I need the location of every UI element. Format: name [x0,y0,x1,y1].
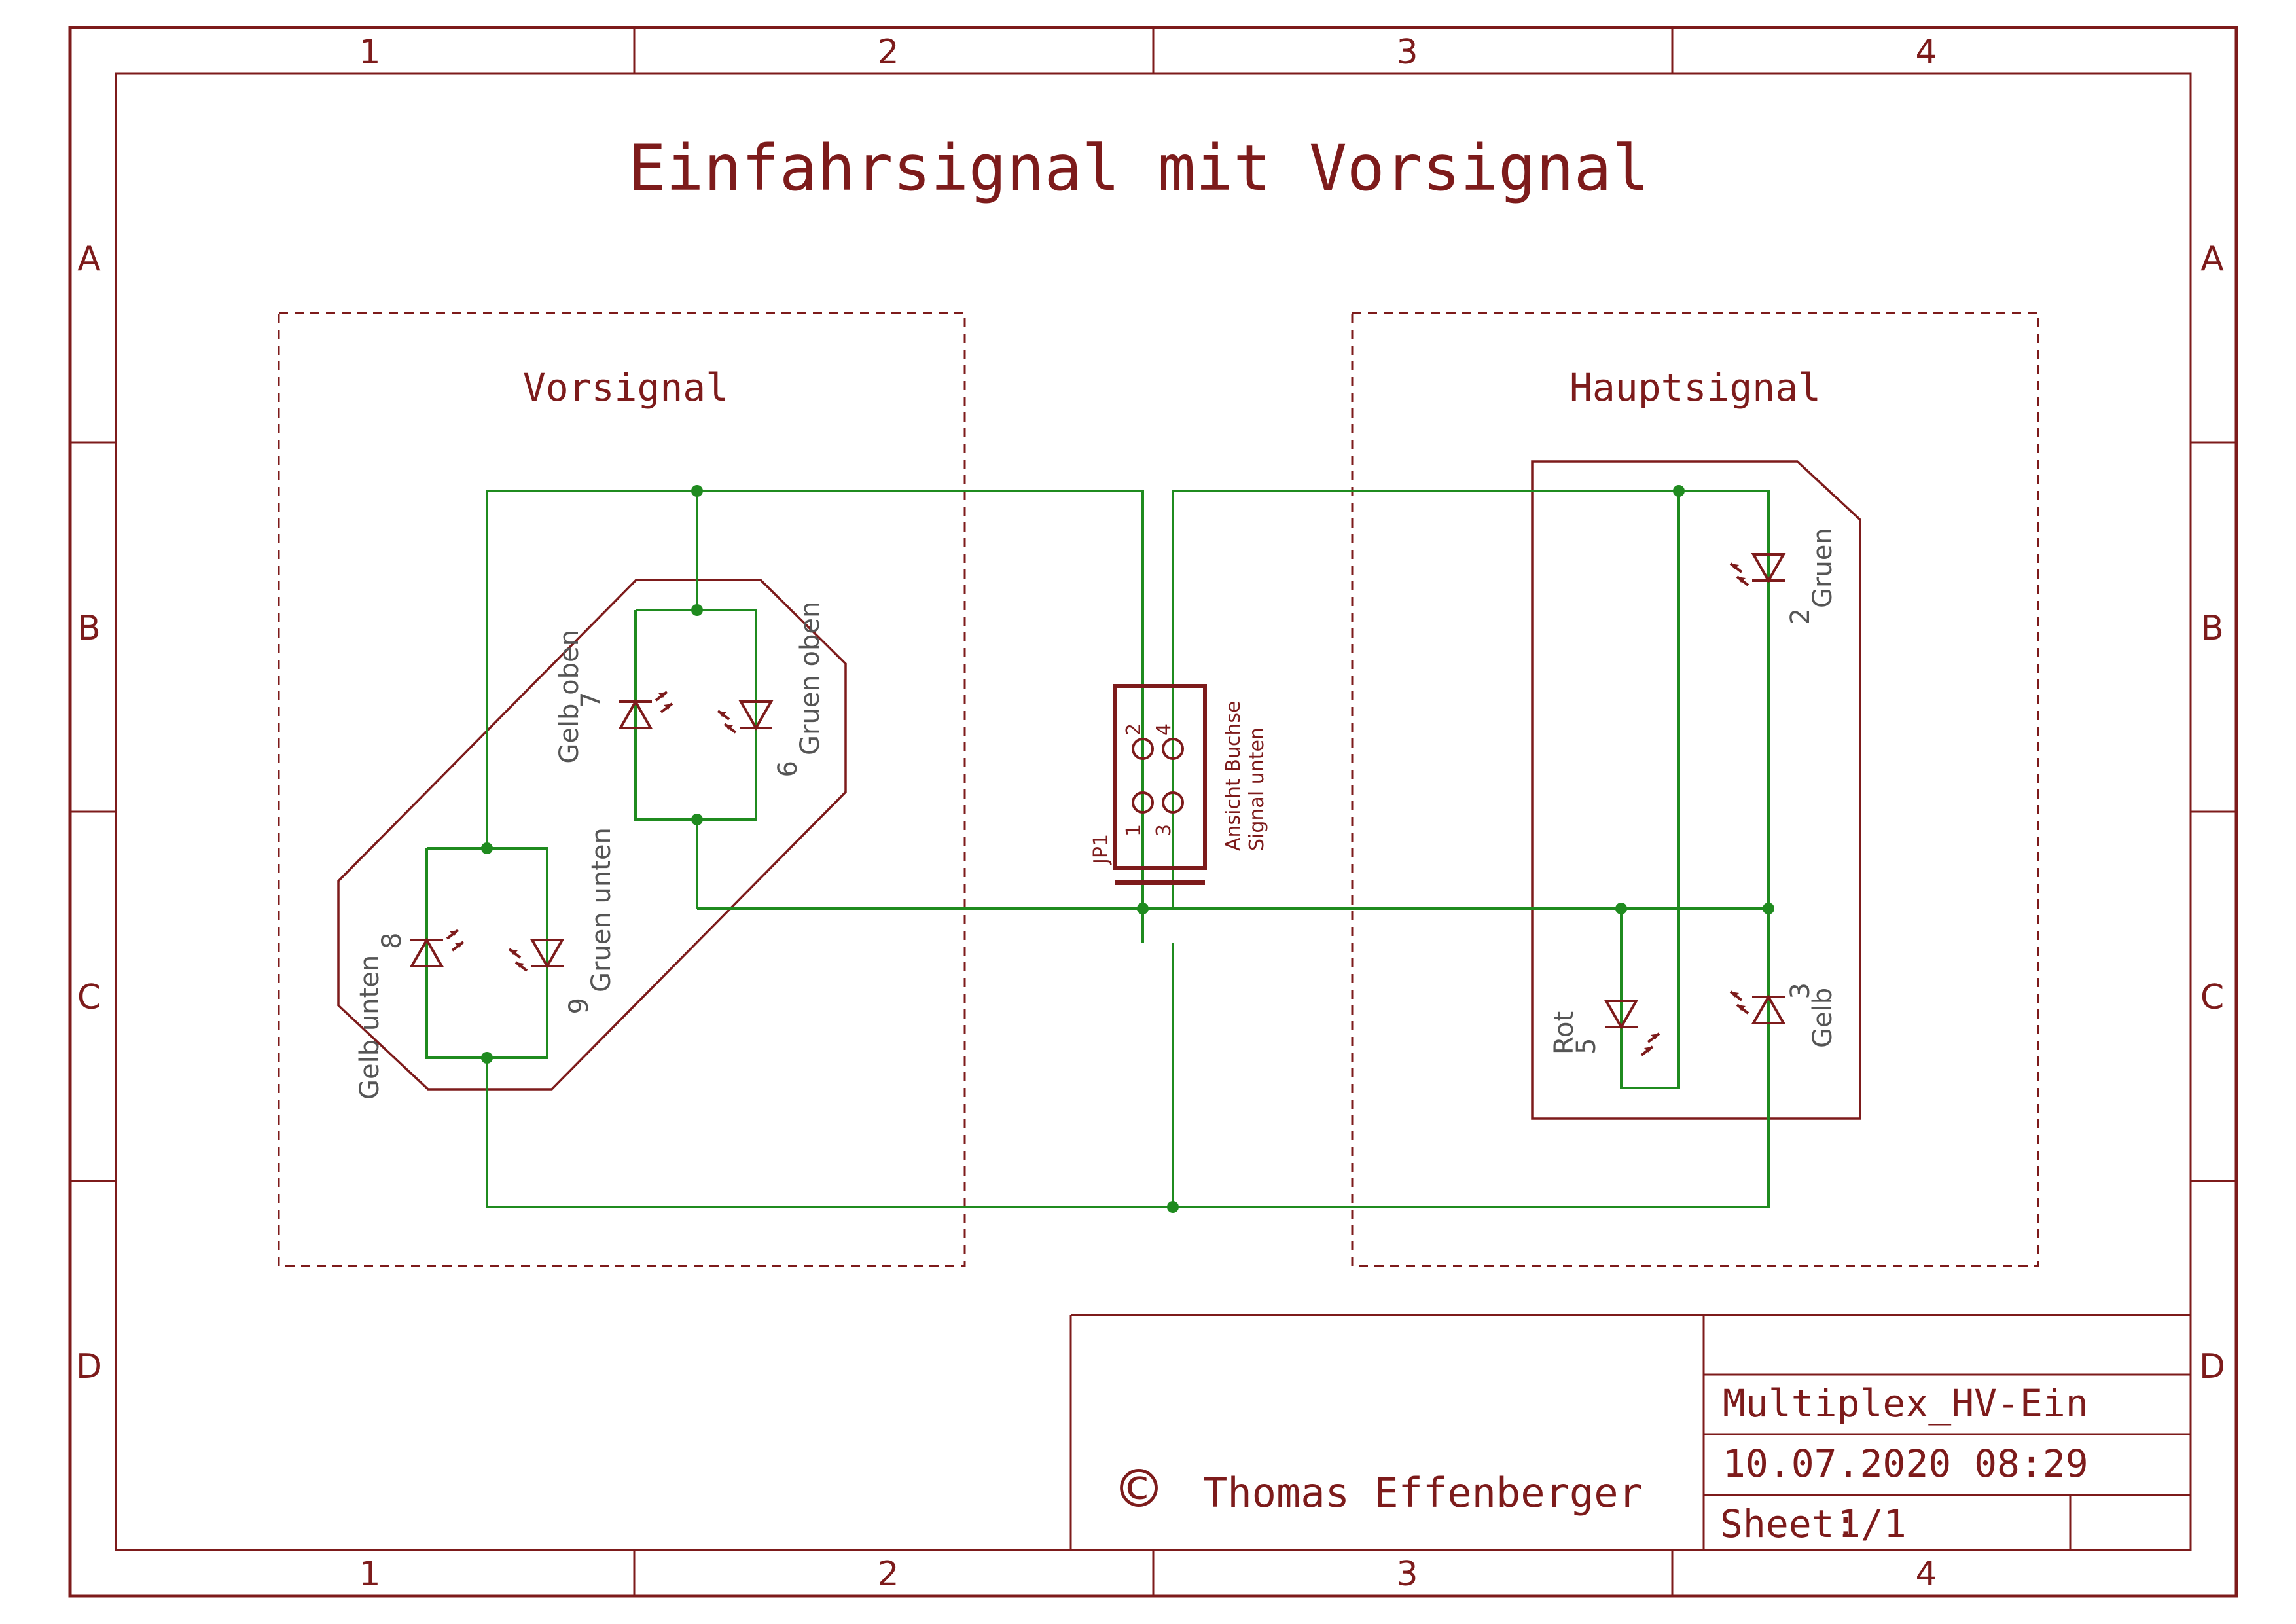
led-gruen-oben: 6 Gruen oben [717,602,825,777]
pin-1 [1132,791,1154,814]
led-rot: 5 Rot [1549,1000,1660,1056]
title-block: © Thomas Effenberger Multiplex_HV-Ein 10… [1069,1314,2191,1550]
led-number: 2 [1785,608,1816,624]
pin-label: 3 [1153,824,1175,837]
row-label-right: D [2199,1347,2225,1386]
col-label-bottom: 2 [877,1555,899,1594]
led-number: 7 [576,692,606,708]
hauptsignal-outline [1531,460,1861,1120]
led-label: Gruen [1808,528,1838,608]
row-label-left: C [77,978,101,1017]
author-name: Thomas Effenberger [1203,1469,1643,1517]
hauptsignal-label: Hauptsignal [1570,365,1821,410]
pin-3 [1162,791,1184,814]
led-number: 6 [773,761,803,777]
junctions [481,485,1774,1213]
pin-label: 1 [1122,824,1145,837]
row-label-right: C [2200,978,2224,1017]
led-gelb: 3 Gelb [1729,983,1838,1048]
led-label: Gelb [1808,988,1838,1048]
connector-name: JP1 [1090,834,1113,865]
led-number: 3 [1785,983,1816,999]
col-label-top: 1 [359,33,380,72]
led-label: Gruen oben [795,602,825,755]
led-number: 8 [377,933,407,949]
sheet-label: Sheet: [1720,1502,1857,1546]
col-label-top: 3 [1396,33,1418,72]
vorsignal-group-frame [278,312,966,1267]
row-label-left: D [76,1347,102,1386]
led-label: Gelb oben [554,630,584,764]
connector-note-2: Signal unten [1246,727,1268,851]
led-gruen: 2 Gruen [1729,528,1838,624]
connector-note-1: Ansicht Buchse [1222,701,1245,852]
drawing-frame [68,26,2238,1598]
led-number: 5 [1571,1038,1602,1055]
led-label: Rot [1549,1011,1579,1055]
row-label-right: B [2200,609,2224,648]
pin-2 [1132,738,1154,760]
pin-label: 2 [1122,723,1145,736]
col-label-bottom: 4 [1915,1555,1937,1594]
wires [425,490,1770,1208]
pin-4 [1162,738,1184,760]
vorsignal-label: Vorsignal [523,365,728,410]
row-label-right: A [2200,240,2224,279]
led-label: Gelb unten [355,955,385,1100]
col-label-top: 2 [877,33,899,72]
hauptsignal-group-frame [1351,312,2039,1267]
drawing-name: Multiplex_HV-Ein [1723,1381,2089,1426]
col-label-bottom: 3 [1396,1555,1418,1594]
pin-label: 4 [1153,723,1175,736]
led-label: Gruen unten [586,827,617,992]
connector-jp1: 2 4 1 3 JP1 Ansicht Buchse Signal unten [1090,684,1268,885]
col-label-top: 4 [1915,33,1937,72]
led-number: 9 [564,998,594,1014]
drawing-datetime: 10.07.2020 08:29 [1723,1441,2089,1486]
led-gelb-unten: 8 Gelb unten [355,930,463,1100]
led-gelb-oben: 7 Gelb oben [554,630,672,764]
vorsignal-outline [337,579,847,1091]
led-gruen-unten: 9 Gruen unten [508,827,617,1014]
copyright-symbol: © [1120,1453,1158,1526]
row-label-left: B [77,609,101,648]
grid-labels: 1 2 3 4 1 2 3 4 A B C D A B C D [76,33,2225,1594]
row-label-left: A [77,240,101,279]
sheet-value: 1/1 [1838,1502,1907,1546]
col-label-bottom: 1 [359,1555,380,1594]
schematic-title: Einfahrsignal mit Vorsignal [628,132,1650,205]
